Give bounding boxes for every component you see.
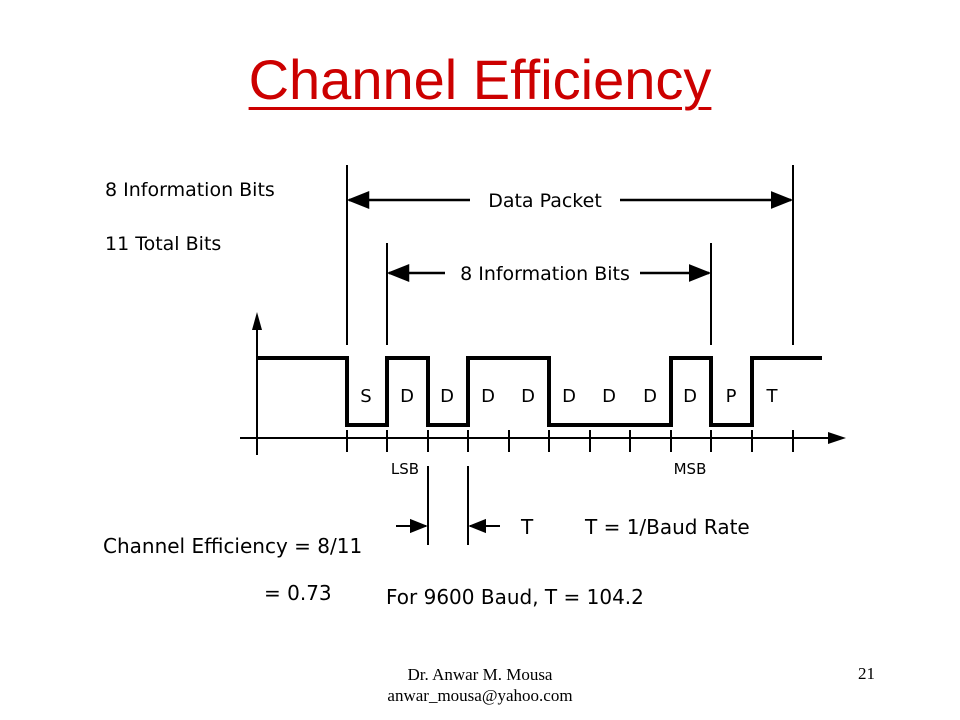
bit-label: D <box>602 386 616 407</box>
bit-label: D <box>521 386 535 407</box>
period-label: T <box>520 515 534 539</box>
bit-label: D <box>400 386 414 407</box>
data-packet-label: Data Packet <box>488 190 602 212</box>
info-bits-label: 8 Information Bits <box>460 263 630 285</box>
bit-label: P <box>726 386 737 407</box>
bit-label: T <box>766 386 779 407</box>
info-bits-note: 8 Information Bits <box>105 179 275 201</box>
signal-axis <box>252 312 262 455</box>
bit-label: S <box>360 386 371 407</box>
efficiency-line-1: Channel Efficiency = 8/11 <box>103 534 362 558</box>
lsb-label: LSB <box>391 460 419 478</box>
bit-label: D <box>562 386 576 407</box>
author-name: Dr. Anwar M. Mousa <box>407 665 553 684</box>
efficiency-line-2: = 0.73 <box>264 581 332 605</box>
bit-period-marker <box>396 466 500 545</box>
bit-labels: S D D D D D D D D P T <box>360 386 778 407</box>
msb-label: MSB <box>674 460 707 478</box>
footer-author: Dr. Anwar M. Mousa anwar_mousa@yahoo.com <box>330 664 630 706</box>
bit-label: D <box>683 386 697 407</box>
bit-label: D <box>643 386 657 407</box>
author-email: anwar_mousa@yahoo.com <box>387 686 573 705</box>
bit-label: D <box>440 386 454 407</box>
bit-label: D <box>481 386 495 407</box>
signal-waveform <box>258 356 822 427</box>
time-axis <box>240 430 846 452</box>
total-bits-note: 11 Total Bits <box>105 233 221 255</box>
slide-title: Channel Efficiency <box>248 48 712 111</box>
period-formula: T = 1/Baud Rate <box>584 515 750 539</box>
baud-example: For 9600 Baud, T = 104.2 <box>386 585 644 609</box>
page-number: 21 <box>858 664 875 683</box>
